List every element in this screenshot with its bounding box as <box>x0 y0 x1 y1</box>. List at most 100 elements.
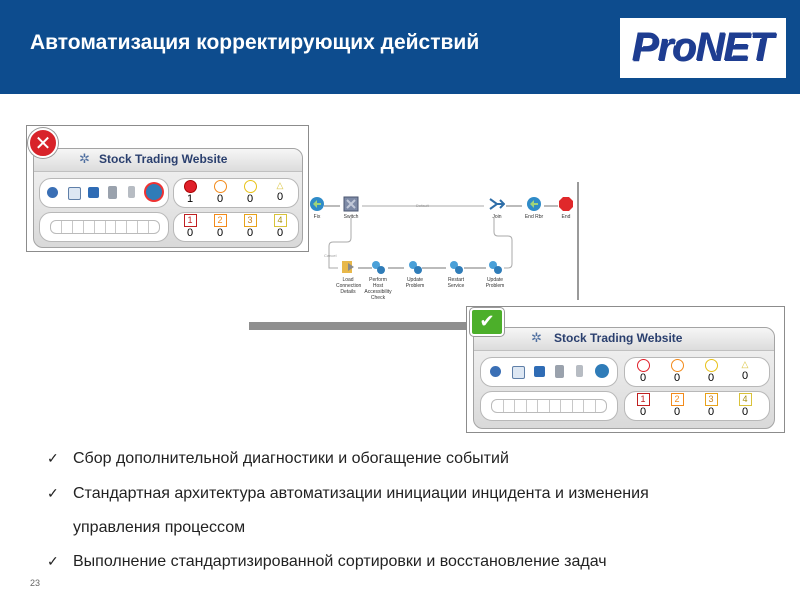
node-label: Restart Service <box>447 277 465 289</box>
user-icon[interactable] <box>47 187 58 198</box>
workflow-node-switch[interactable]: Switch <box>340 196 362 220</box>
database-icon[interactable] <box>534 366 545 377</box>
database-icon[interactable] <box>88 187 99 198</box>
health-bar-pill <box>480 391 618 421</box>
servers-icon[interactable] <box>108 186 117 199</box>
node-label: End <box>561 214 571 220</box>
icon-toolbar <box>39 178 169 208</box>
warning-triangle-icon: △ <box>741 359 749 369</box>
window-icon[interactable] <box>512 366 525 379</box>
warning-triangle-icon: △ <box>276 180 284 190</box>
star-icon: ✲ <box>79 151 90 166</box>
gears-icon[interactable] <box>146 184 162 200</box>
pronet-logo: ProNET <box>620 18 786 78</box>
switch-icon <box>343 196 359 212</box>
gears-icon[interactable] <box>595 364 609 378</box>
priority-count: 0 <box>276 227 284 239</box>
workflow-node-restart-service[interactable]: Restart Service <box>440 259 472 289</box>
priority-3-box: 3 <box>704 393 718 406</box>
star-icon: ✲ <box>531 330 542 345</box>
device-icon[interactable] <box>576 365 583 377</box>
bullet-text: Сбор дополнительной диагностики и обогащ… <box>73 450 509 467</box>
minor-circle-icon <box>704 359 718 372</box>
severity-count: 0 <box>246 193 254 205</box>
workflow-edge-label-cancel: Cancel <box>324 253 337 258</box>
workflow-diagram <box>324 182 579 300</box>
workflow-node-end[interactable]: End <box>556 196 576 220</box>
severity-count: 1 <box>186 193 194 205</box>
widget-title: Stock Trading Website <box>554 331 683 345</box>
severity-critical: 0 <box>631 359 655 384</box>
severity-major: 0 <box>208 180 232 205</box>
priority-1-box: 1 <box>183 214 197 227</box>
error-x-icon: ✕ <box>28 128 58 158</box>
device-icon[interactable] <box>128 186 135 198</box>
checkmark-icon: ✔ <box>470 308 504 336</box>
workflow-node-update-problem-1[interactable]: Update Problem <box>398 259 432 289</box>
priority-2-box: 2 <box>213 214 227 227</box>
gears-icon <box>450 261 463 274</box>
logo-text: ProNET <box>632 26 775 70</box>
widget-title-bar: ✲ Stock Trading Website <box>474 328 774 351</box>
widget-title: Stock Trading Website <box>99 152 228 166</box>
priority-2-box: 2 <box>670 393 684 406</box>
slide-title: Автоматизация корректирующих действий <box>30 31 480 54</box>
join-icon <box>489 198 505 210</box>
severity-warning: △0 <box>268 180 292 203</box>
node-label: Fix <box>313 214 321 220</box>
workflow-node-fix[interactable]: Fix <box>307 196 327 220</box>
priority-count: 0 <box>707 406 715 418</box>
checkmark-bullet-icon: ✓ <box>47 485 59 501</box>
node-label: Update Problem <box>405 277 425 289</box>
priority-4-box: 4 <box>273 214 287 227</box>
connector-bar <box>249 322 467 330</box>
bullet-text: Стандартная архитектура автоматизации ин… <box>73 485 649 502</box>
load-icon <box>342 261 354 273</box>
node-label: Load Connection Details <box>336 277 362 295</box>
severity-count: 0 <box>639 372 647 384</box>
header-bar: Автоматизация корректирующих действий Pr… <box>0 0 800 94</box>
critical-circle-icon <box>636 359 650 372</box>
gears-icon <box>372 261 385 274</box>
window-icon[interactable] <box>68 187 81 200</box>
priority-count: 0 <box>639 406 647 418</box>
priority-3-box: 3 <box>243 214 257 227</box>
health-gauge <box>491 399 607 413</box>
icon-toolbar <box>480 357 618 387</box>
health-gauge <box>50 220 160 234</box>
priority-count: 0 <box>246 227 254 239</box>
edge-back-join <box>493 218 513 269</box>
page-number: 23 <box>30 578 41 588</box>
workflow-node-end-rbr[interactable]: End Rbr <box>522 196 546 220</box>
workflow-node-load-connection[interactable]: Load Connection Details <box>336 259 362 295</box>
bullet-text: управления процессом <box>73 519 246 536</box>
workflow-edge-label-default: Default <box>416 203 429 208</box>
user-icon[interactable] <box>490 366 501 377</box>
severity-minor: 0 <box>238 180 262 205</box>
bullet-text: Выполнение стандартизированной сортировк… <box>73 553 607 570</box>
priority-count: 0 <box>186 227 194 239</box>
severity-count: 0 <box>673 372 681 384</box>
health-bar-pill <box>39 212 169 242</box>
priority-1-box: 1 <box>636 393 650 406</box>
workflow-node-host-check[interactable]: Perform Host Accessibility Check <box>364 259 392 301</box>
workflow-node-update-problem-2[interactable]: Update Problem <box>478 259 512 289</box>
severity-minor: 0 <box>699 359 723 384</box>
servers-icon[interactable] <box>555 365 564 378</box>
major-circle-icon <box>213 180 227 193</box>
checkmark-bullet-icon: ✓ <box>47 450 59 466</box>
stop-icon <box>559 197 573 211</box>
workflow-node-join[interactable]: Join <box>486 196 508 220</box>
severity-counts-top: 0 0 0 △0 <box>624 357 770 387</box>
severity-count: 0 <box>216 193 224 205</box>
